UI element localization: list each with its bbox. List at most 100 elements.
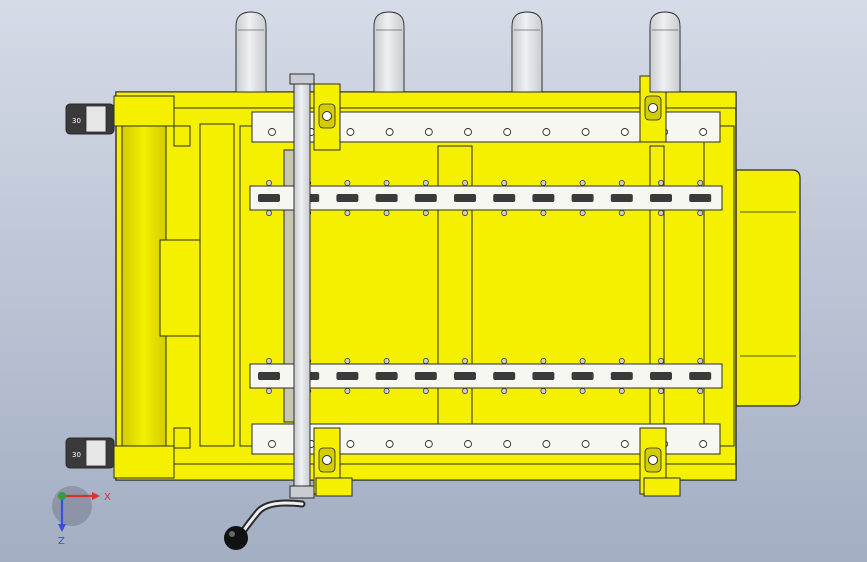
- bar-stud: [422, 180, 429, 186]
- bar-slot: [375, 372, 398, 380]
- bar-stud: [658, 388, 664, 394]
- bar-stud: [658, 210, 664, 216]
- bar-slot: [454, 194, 476, 202]
- bar-stud: [383, 358, 390, 364]
- bar-stud: [266, 358, 272, 364]
- bar-slot: [650, 372, 672, 380]
- bar-stud: [383, 180, 390, 186]
- rail-bolt: [699, 128, 708, 136]
- rail-bolt: [542, 128, 551, 136]
- slotted-bar: [249, 185, 723, 211]
- bar-stud: [697, 388, 704, 394]
- clamp-bolt: [648, 455, 658, 465]
- crank-shaft: [289, 73, 315, 499]
- roller-stub-group: [235, 11, 681, 93]
- axis-origin-y: [58, 492, 66, 500]
- bar-slot: [689, 372, 712, 380]
- bar-slot: [532, 194, 555, 202]
- rail-bolt: [503, 128, 512, 136]
- crank-knob[interactable]: [224, 526, 248, 550]
- bar-stud: [501, 388, 508, 394]
- hand-crank[interactable]: [224, 499, 306, 550]
- bar-slot: [493, 194, 516, 202]
- caster-wheel-label: 30: [72, 117, 81, 125]
- axis-triad-shadow: [52, 486, 92, 526]
- bar-stud: [266, 388, 272, 394]
- rail-bolt: [464, 128, 472, 136]
- bar-slot: [414, 372, 437, 380]
- bar-stud: [501, 210, 508, 216]
- clamp-bolt: [648, 103, 658, 113]
- bar-stud: [540, 358, 547, 364]
- roller-stub: [649, 11, 681, 93]
- bar-stud: [618, 388, 625, 394]
- axis-triad: X Z: [52, 486, 111, 547]
- bar-stud: [462, 180, 468, 186]
- bar-slot: [571, 372, 594, 380]
- caster-hub: [85, 439, 107, 467]
- roller-stub: [373, 11, 405, 93]
- bar-stud: [697, 180, 704, 186]
- bar-stud: [540, 210, 547, 216]
- bar-slot: [610, 194, 633, 202]
- bar-stud: [383, 210, 390, 216]
- clamp-bolt: [322, 111, 332, 121]
- bar-stud: [344, 210, 351, 216]
- motor-housing: [735, 169, 801, 407]
- x-axis-label: X: [104, 492, 111, 503]
- bar-stud: [697, 358, 704, 364]
- x-axis-arrowhead: [92, 492, 100, 500]
- bracket-tab: [315, 477, 353, 497]
- slotted-bar: [249, 363, 723, 389]
- rail-bolt: [503, 440, 512, 448]
- rail-bolt: [346, 128, 355, 136]
- bar-slot: [336, 372, 359, 380]
- bracket-tab: [643, 477, 681, 497]
- bar-slot: [258, 372, 280, 380]
- slotted-bar-group: [249, 180, 723, 394]
- bar-slot: [689, 194, 712, 202]
- bar-slot: [414, 194, 437, 202]
- crank-knob-highlight: [229, 531, 235, 537]
- bar-stud: [579, 180, 586, 186]
- rail-bolt: [620, 128, 629, 136]
- rail-bolt: [424, 128, 433, 136]
- roller-stub: [235, 11, 267, 93]
- bar-slot: [532, 372, 555, 380]
- bar-stud: [383, 388, 390, 394]
- z-axis-label: Z: [58, 536, 65, 547]
- rail-bolt: [268, 128, 276, 136]
- bar-stud: [540, 388, 547, 394]
- rail-bolt: [542, 440, 551, 448]
- bar-stud: [579, 388, 586, 394]
- bar-stud: [462, 210, 468, 216]
- bar-slot: [454, 372, 476, 380]
- bar-stud: [266, 180, 272, 186]
- bar-stud: [579, 358, 586, 364]
- bar-stud: [501, 180, 508, 186]
- bar-stud: [579, 210, 586, 216]
- bar-stud: [658, 180, 664, 186]
- clamp-bolt: [322, 455, 332, 465]
- rail-bolt: [581, 128, 590, 136]
- bar-slot: [375, 194, 398, 202]
- rail-bolt: [424, 440, 433, 448]
- caster-hub: [85, 105, 107, 133]
- bar-stud: [344, 388, 351, 394]
- bar-stud: [462, 358, 468, 364]
- bar-slot: [258, 194, 280, 202]
- bar-stud: [618, 358, 625, 364]
- rail-bolt: [268, 440, 276, 448]
- rail-bolt: [581, 440, 590, 448]
- bar-stud: [618, 210, 625, 216]
- rail-bolt: [464, 440, 472, 448]
- bar-slot: [650, 194, 672, 202]
- rail-bolt: [620, 440, 629, 448]
- roller-stub: [511, 11, 543, 93]
- rail-bolt: [346, 440, 355, 448]
- bar-slot: [610, 372, 633, 380]
- bar-stud: [422, 358, 429, 364]
